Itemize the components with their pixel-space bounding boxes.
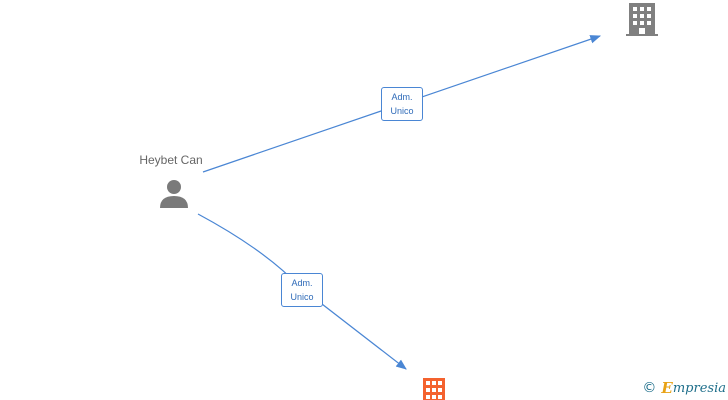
relation-label-line2: Unico bbox=[290, 292, 314, 302]
company-node-2[interactable] bbox=[422, 378, 446, 400]
relation-label-line2: Unico bbox=[390, 106, 414, 116]
person-name[interactable]: Heybet Can bbox=[139, 153, 203, 167]
relation-label-2[interactable]: Adm. Unico bbox=[281, 273, 323, 307]
relation-label-1[interactable]: Adm. Unico bbox=[381, 87, 423, 121]
building-icon bbox=[626, 3, 658, 36]
copyright-icon: © bbox=[642, 380, 657, 396]
company-node-1[interactable] bbox=[626, 3, 658, 36]
brand-initial: E bbox=[661, 379, 673, 397]
building-icon bbox=[423, 378, 445, 400]
brand-watermark: © E mpresia bbox=[642, 379, 726, 397]
person-icon[interactable] bbox=[159, 179, 189, 209]
brand-name: mpresia bbox=[672, 380, 726, 396]
relation-label-line1: Adm. bbox=[291, 278, 313, 288]
relation-label-line1: Adm. bbox=[391, 92, 413, 102]
